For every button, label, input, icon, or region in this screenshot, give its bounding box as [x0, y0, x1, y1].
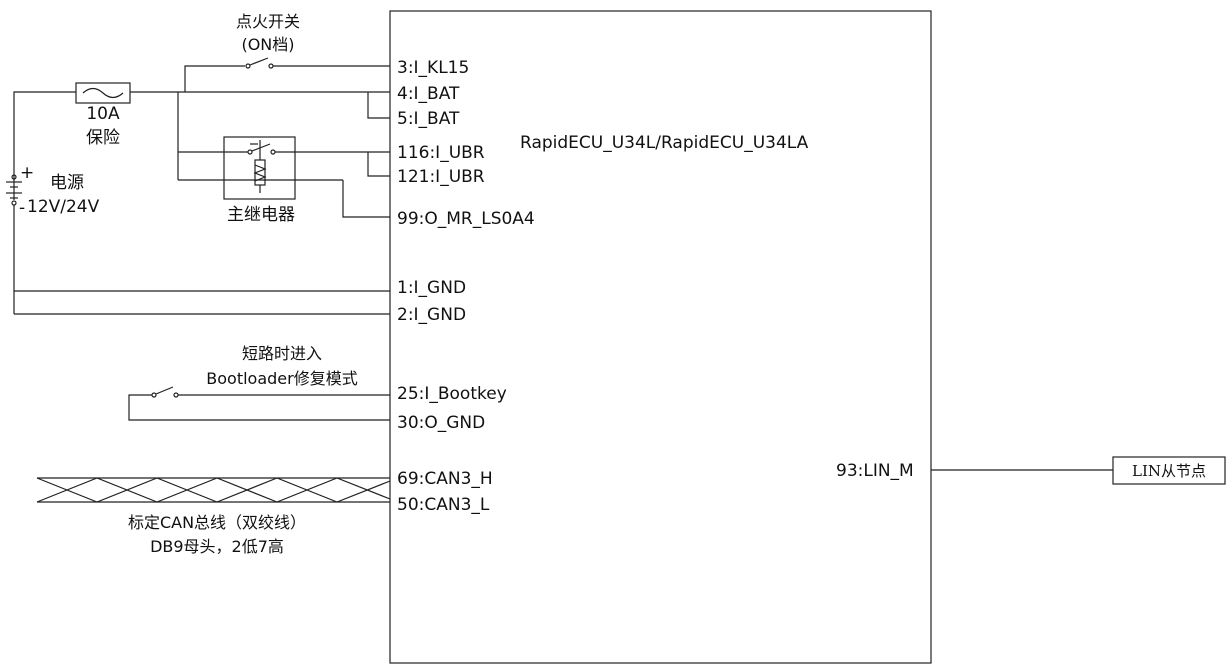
fuse-rating: 10A — [86, 104, 120, 124]
bootkey-label-1: 短路时进入 — [242, 344, 322, 363]
pin-label-ubr-116: 116:I_UBR — [397, 143, 485, 163]
main-relay: 主继电器 — [177, 92, 390, 225]
bootkey-switch: 短路时进入 Bootloader修复模式 — [128, 344, 390, 421]
pin-label-kl15: 3:I_KL15 — [397, 58, 469, 78]
power-source: + - 电源 12V/24V — [6, 163, 100, 314]
pin-label-bootkey: 25:I_Bootkey — [397, 384, 507, 404]
pin-labels: 3:I_KL15 4:I_BAT 5:I_BAT 116:I_UBR 121:I… — [397, 58, 914, 515]
pin-label-gnd-1: 1:I_GND — [397, 278, 466, 298]
relay-label: 主继电器 — [227, 205, 295, 225]
pin-label-gnd-2: 2:I_GND — [397, 305, 466, 325]
pin-label-can-l: 50:CAN3_L — [397, 495, 490, 515]
battery-bus: 10A 保险 — [13, 82, 390, 200]
can-twisted-pair: 标定CAN总线（双绞线） DB9母头，2低7高 — [36, 477, 391, 556]
power-label: 电源 — [50, 173, 84, 193]
pin-label-mr: 99:O_MR_LS0A4 — [397, 209, 535, 229]
fuse-label: 保险 — [86, 128, 120, 148]
lin-node-box — [1112, 456, 1226, 485]
pin-label-can-h: 69:CAN3_H — [397, 469, 493, 489]
ignition-label-1: 点火开关 — [236, 12, 300, 31]
power-plus: + — [20, 163, 34, 183]
ecu-title: RapidECU_U34L/RapidECU_U34LA — [520, 133, 809, 153]
ignition-switch: 点火开关 (ON档) — [184, 12, 390, 92]
can-label-2: DB9母头，2低7高 — [150, 537, 284, 556]
ground-wires — [14, 290, 390, 315]
pin-label-bat-4: 4:I_BAT — [397, 84, 460, 104]
power-voltage: 12V/24V — [27, 197, 100, 217]
ignition-label-2: (ON档) — [241, 35, 294, 54]
lin-connection: LIN从节点 — [931, 456, 1226, 485]
pin-label-bat-5: 5:I_BAT — [397, 109, 460, 129]
power-minus: - — [19, 198, 25, 218]
ecu-box — [389, 10, 932, 664]
pin-label-lin: 93:LIN_M — [836, 461, 914, 481]
can-label-1: 标定CAN总线（双绞线） — [128, 513, 306, 532]
pin-label-o-gnd: 30:O_GND — [397, 413, 485, 433]
bootkey-label-2: Bootloader修复模式 — [206, 369, 357, 388]
pin-label-ubr-121: 121:I_UBR — [397, 167, 485, 187]
lin-node-label: LIN从节点 — [1132, 462, 1206, 480]
